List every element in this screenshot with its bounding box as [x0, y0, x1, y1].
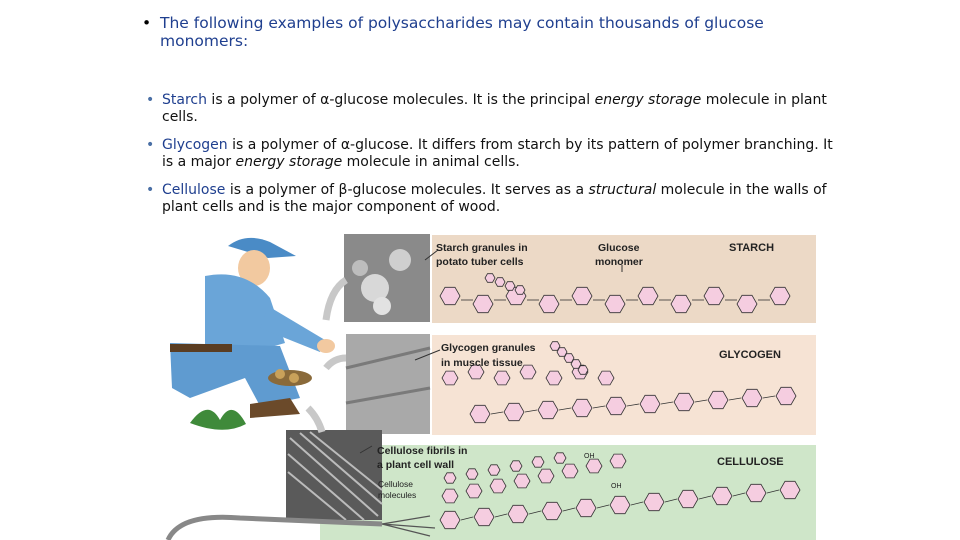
- bullet-list: •Starch is a polymer of α-glucose molecu…: [140, 92, 840, 227]
- glucose-hexagon: [562, 464, 578, 478]
- monomer-label: monomer: [595, 256, 643, 268]
- glucose-hexagon: [532, 457, 544, 467]
- glycogen-granules-label-line2: in muscle tissue: [441, 357, 523, 369]
- bullet-starch: •Starch is a polymer of α-glucose molecu…: [140, 92, 840, 126]
- glucose-hexagon: [554, 453, 566, 463]
- glucose-hexagon: [485, 274, 495, 283]
- glucose-hexagon: [490, 479, 506, 493]
- glucose-hexagon: [598, 371, 614, 385]
- glucose-hexagon: [546, 371, 562, 385]
- cellulose-fibrils-label: Cellulose fibrils in: [377, 445, 467, 457]
- cellulose-molecules-label: Cellulose: [378, 479, 413, 489]
- glucose-hexagon: [466, 484, 482, 498]
- glucose-hexagon: [586, 459, 602, 473]
- polysaccharide-figure: Starch granules in potato tuber cells Gl…: [150, 228, 820, 540]
- glucose-hexagon: [488, 465, 500, 475]
- glucose-hexagon: [515, 286, 525, 295]
- glucose-hexagon: [514, 474, 530, 488]
- farmer-illustration: [170, 238, 335, 430]
- starch-granules-label-line2: potato tuber cells: [436, 256, 524, 268]
- glucose-hexagon: [444, 473, 456, 483]
- starch-granule: [389, 249, 411, 271]
- glucose-hexagon: [505, 282, 515, 291]
- glucose-hexagon: [495, 278, 505, 287]
- figure-svg: Starch granules in potato tuber cells Gl…: [150, 228, 820, 540]
- starch-granule: [352, 260, 368, 276]
- glucose-hexagon: [442, 489, 458, 503]
- glucose-hexagon: [538, 469, 554, 483]
- cellulose-molecules-label-line2: molecules: [378, 490, 416, 500]
- cellulose-title: CELLULOSE: [717, 456, 784, 468]
- glucose-label: Glucose: [598, 242, 640, 254]
- glucose-hexagon: [466, 469, 478, 479]
- term-glycogen: Glycogen: [162, 137, 228, 153]
- oh-label: OH: [584, 453, 595, 460]
- arrow-to-starch: [326, 280, 346, 320]
- bullet-cellulose: •Cellulose is a polymer of β-glucose mol…: [140, 182, 840, 216]
- glycogen-micrograph: [346, 334, 430, 434]
- glycogen-granules-label: Glycogen granules: [441, 342, 536, 354]
- bullet-glycogen: •Glycogen is a polymer of α-glucose. It …: [140, 137, 840, 171]
- term-cellulose: Cellulose: [162, 182, 225, 198]
- glycogen-title: GLYCOGEN: [719, 349, 781, 361]
- arrow-to-cellulose: [308, 408, 322, 432]
- glucose-hexagon: [610, 454, 626, 468]
- heading-text: The following examples of polysaccharide…: [145, 14, 845, 50]
- starch-granule: [373, 297, 391, 315]
- glucose-hexagon: [578, 366, 588, 375]
- glucose-hexagon: [442, 371, 458, 385]
- glucose-hexagon: [494, 371, 510, 385]
- glucose-hexagon: [510, 461, 522, 471]
- starch-granules-label: Starch granules in: [436, 242, 528, 254]
- oh-label: OH: [611, 483, 622, 490]
- cellulose-fibrils-label-line2: a plant cell wall: [377, 459, 454, 471]
- starch-title: STARCH: [729, 242, 774, 254]
- slide-heading: • The following examples of polysacchari…: [145, 14, 845, 50]
- arrow-to-glycogen: [326, 358, 346, 368]
- heading-bullet: •: [142, 14, 151, 32]
- term-starch: Starch: [162, 92, 207, 108]
